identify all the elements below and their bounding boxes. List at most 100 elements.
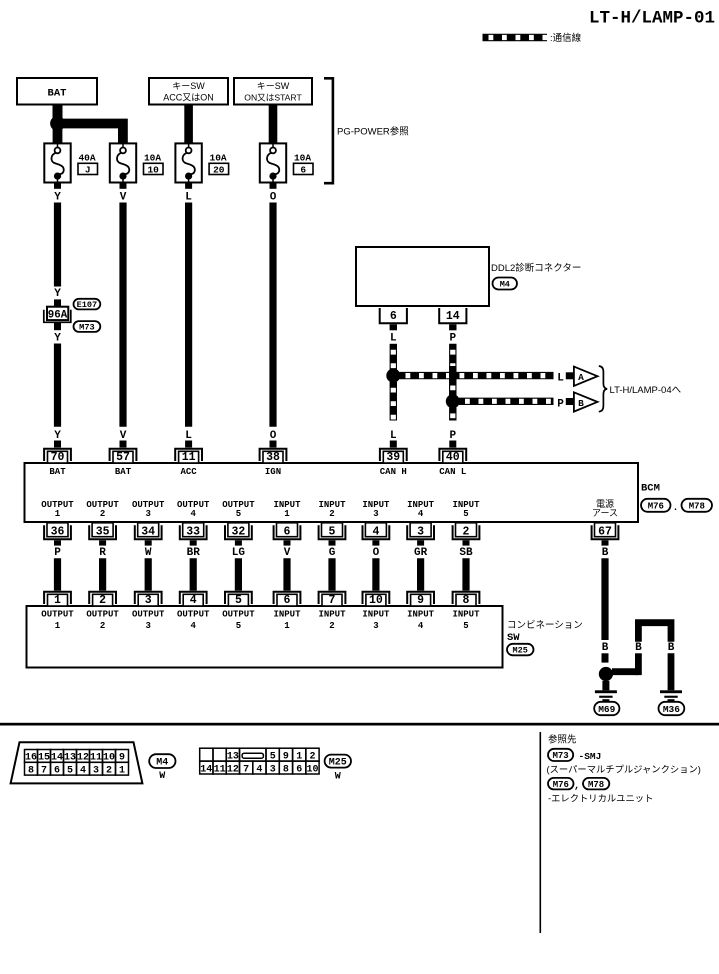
svg-text:アース: アース xyxy=(592,508,618,518)
svg-text:M76: M76 xyxy=(553,780,569,790)
svg-text:3: 3 xyxy=(270,764,276,775)
svg-text:2: 2 xyxy=(463,526,470,539)
svg-text:1: 1 xyxy=(55,509,61,519)
svg-text:GR: GR xyxy=(414,547,428,559)
svg-text:5: 5 xyxy=(270,751,276,762)
svg-text:LG: LG xyxy=(232,547,246,559)
svg-text:14: 14 xyxy=(200,764,212,775)
svg-text:OUTPUT: OUTPUT xyxy=(177,500,210,510)
svg-text:L: L xyxy=(390,430,397,442)
svg-text:2: 2 xyxy=(100,509,105,519)
svg-text:P: P xyxy=(449,430,456,442)
svg-text:16: 16 xyxy=(25,753,37,764)
svg-text:CAN L: CAN L xyxy=(439,467,466,477)
svg-text:5: 5 xyxy=(236,621,241,631)
svg-text:8: 8 xyxy=(283,764,289,775)
svg-text:2: 2 xyxy=(309,751,315,762)
svg-text:IGN: IGN xyxy=(265,467,281,477)
svg-text:INPUT: INPUT xyxy=(407,609,435,619)
svg-text:2: 2 xyxy=(99,594,106,607)
svg-text:M25: M25 xyxy=(329,758,347,769)
svg-text:33: 33 xyxy=(186,526,200,539)
svg-text:M25: M25 xyxy=(513,646,528,656)
svg-text:L: L xyxy=(185,192,192,204)
svg-text:96A: 96A xyxy=(48,309,68,321)
svg-text:6: 6 xyxy=(300,164,306,175)
svg-text:39: 39 xyxy=(386,451,400,464)
svg-text:3: 3 xyxy=(93,766,99,777)
svg-text:BCM: BCM xyxy=(641,483,660,495)
svg-text:Y: Y xyxy=(54,192,61,204)
svg-text:OUTPUT: OUTPUT xyxy=(222,500,255,510)
svg-text:10: 10 xyxy=(306,764,318,775)
svg-text:INPUT: INPUT xyxy=(318,500,346,510)
svg-text:10A: 10A xyxy=(144,153,161,164)
svg-text:4: 4 xyxy=(418,509,424,519)
svg-text:B: B xyxy=(602,547,609,559)
svg-text:32: 32 xyxy=(231,526,245,539)
svg-text:W: W xyxy=(159,771,165,782)
svg-text:J: J xyxy=(85,164,91,175)
svg-text:40: 40 xyxy=(446,451,460,464)
svg-text:7: 7 xyxy=(41,766,47,777)
svg-text:10: 10 xyxy=(147,164,159,175)
svg-text:1: 1 xyxy=(284,509,290,519)
svg-text:L: L xyxy=(390,332,397,344)
svg-text:Y: Y xyxy=(54,288,61,300)
svg-text:W: W xyxy=(335,772,341,783)
svg-text:Y: Y xyxy=(54,430,61,442)
svg-text:M73: M73 xyxy=(552,751,568,761)
svg-text:キーSW: キーSW xyxy=(172,81,205,91)
svg-text:-エレクトリカルユニット: -エレクトリカルユニット xyxy=(548,793,653,803)
svg-text:OUTPUT: OUTPUT xyxy=(86,500,119,510)
svg-text:11: 11 xyxy=(214,764,226,775)
svg-text:3: 3 xyxy=(145,509,150,519)
svg-text:20: 20 xyxy=(213,164,225,175)
svg-text:参照先: 参照先 xyxy=(548,733,577,745)
svg-text:G: G xyxy=(329,547,336,559)
svg-text:1: 1 xyxy=(119,766,125,777)
svg-text:3: 3 xyxy=(145,621,150,631)
svg-text:B: B xyxy=(578,398,584,409)
svg-text:1: 1 xyxy=(296,751,302,762)
svg-text:3: 3 xyxy=(373,621,378,631)
svg-text:電源: 電源 xyxy=(596,499,614,509)
svg-text:9: 9 xyxy=(283,751,289,762)
svg-text:9: 9 xyxy=(417,594,424,607)
svg-text:12: 12 xyxy=(77,753,89,764)
svg-text:キーSW: キーSW xyxy=(257,81,290,91)
svg-text:BAT: BAT xyxy=(115,467,132,477)
svg-text:M4: M4 xyxy=(500,280,510,290)
svg-text:14: 14 xyxy=(51,753,63,764)
svg-text:67: 67 xyxy=(598,526,612,539)
svg-text:15: 15 xyxy=(38,753,50,764)
svg-text:INPUT: INPUT xyxy=(452,500,480,510)
svg-text:2: 2 xyxy=(106,766,112,777)
svg-text:5: 5 xyxy=(67,766,73,777)
svg-text:M78: M78 xyxy=(689,502,705,512)
svg-text:M78: M78 xyxy=(588,780,604,790)
svg-text:DDL2診断コネクター: DDL2診断コネクター xyxy=(491,262,581,274)
svg-text:10A: 10A xyxy=(210,153,227,164)
svg-text:INPUT: INPUT xyxy=(362,500,390,510)
svg-text:5: 5 xyxy=(463,621,468,631)
svg-text:4: 4 xyxy=(190,509,196,519)
svg-text:P: P xyxy=(449,332,456,344)
svg-text:LT-H/LAMP-04へ: LT-H/LAMP-04へ xyxy=(610,385,682,396)
svg-text:13: 13 xyxy=(227,751,239,762)
svg-text:E107: E107 xyxy=(77,300,98,310)
svg-text:2: 2 xyxy=(329,509,334,519)
svg-text:6: 6 xyxy=(54,766,60,777)
svg-text:INPUT: INPUT xyxy=(318,609,346,619)
svg-text:13: 13 xyxy=(64,753,76,764)
svg-text:.: . xyxy=(672,503,678,514)
svg-text:40A: 40A xyxy=(78,153,95,164)
svg-text:BAT: BAT xyxy=(48,87,67,99)
svg-text:INPUT: INPUT xyxy=(273,500,301,510)
svg-text:O: O xyxy=(373,547,380,559)
svg-text:INPUT: INPUT xyxy=(362,609,390,619)
svg-text:ACC又はON: ACC又はON xyxy=(163,93,214,103)
svg-text:SW: SW xyxy=(507,632,520,644)
svg-text:SB: SB xyxy=(459,547,473,559)
svg-text:OUTPUT: OUTPUT xyxy=(177,609,210,619)
